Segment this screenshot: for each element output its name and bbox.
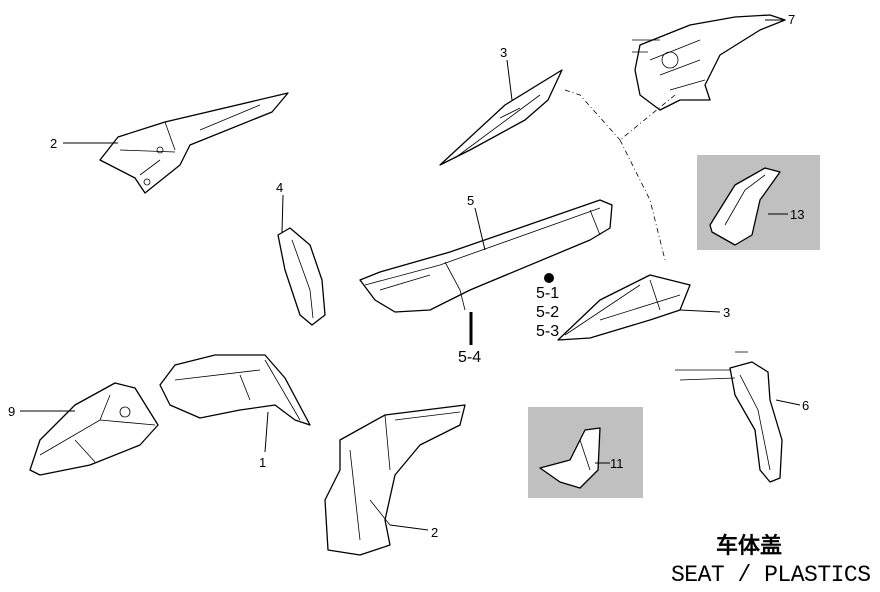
part-2-side-shroud-top bbox=[99, 92, 289, 194]
part-4-panel bbox=[277, 227, 326, 326]
label-9: 9 bbox=[8, 404, 15, 419]
assembly-line bbox=[564, 89, 676, 261]
part-3-side-cover-right bbox=[557, 274, 691, 341]
label-5-3: 5-3 bbox=[536, 323, 559, 340]
diagram-title-chinese: 车体盖 bbox=[716, 534, 783, 559]
part-5-seat bbox=[359, 199, 613, 313]
part-1-front-fender bbox=[159, 354, 311, 426]
label-11: 11 bbox=[610, 456, 624, 471]
part-3-side-cover-top bbox=[439, 69, 563, 166]
label-5: 5 bbox=[467, 193, 474, 208]
part-13-bracket bbox=[709, 167, 781, 246]
label-3-top: 3 bbox=[500, 45, 507, 60]
label-1: 1 bbox=[259, 455, 266, 470]
leader-lines bbox=[20, 19, 801, 531]
label-5-4: 5-4 bbox=[458, 349, 481, 366]
label-5-1: 5-1 bbox=[536, 285, 559, 302]
part-7-rear-fender bbox=[632, 14, 786, 111]
label-6: 6 bbox=[802, 398, 809, 413]
label-5-2: 5-2 bbox=[536, 304, 559, 321]
diagram-title-english: SEAT / PLASTICS bbox=[671, 562, 871, 588]
part-9-headlight-mask bbox=[29, 382, 159, 476]
label-7: 7 bbox=[788, 12, 795, 27]
label-2-top: 2 bbox=[50, 136, 57, 151]
part-11-bracket bbox=[539, 427, 601, 489]
label-2-bottom: 2 bbox=[431, 525, 438, 540]
label-4: 4 bbox=[276, 180, 283, 195]
label-13: 13 bbox=[790, 207, 804, 222]
part-2-side-shroud-bottom bbox=[324, 404, 466, 556]
label-3-right: 3 bbox=[723, 305, 730, 320]
part-6-mudguard bbox=[675, 351, 783, 483]
